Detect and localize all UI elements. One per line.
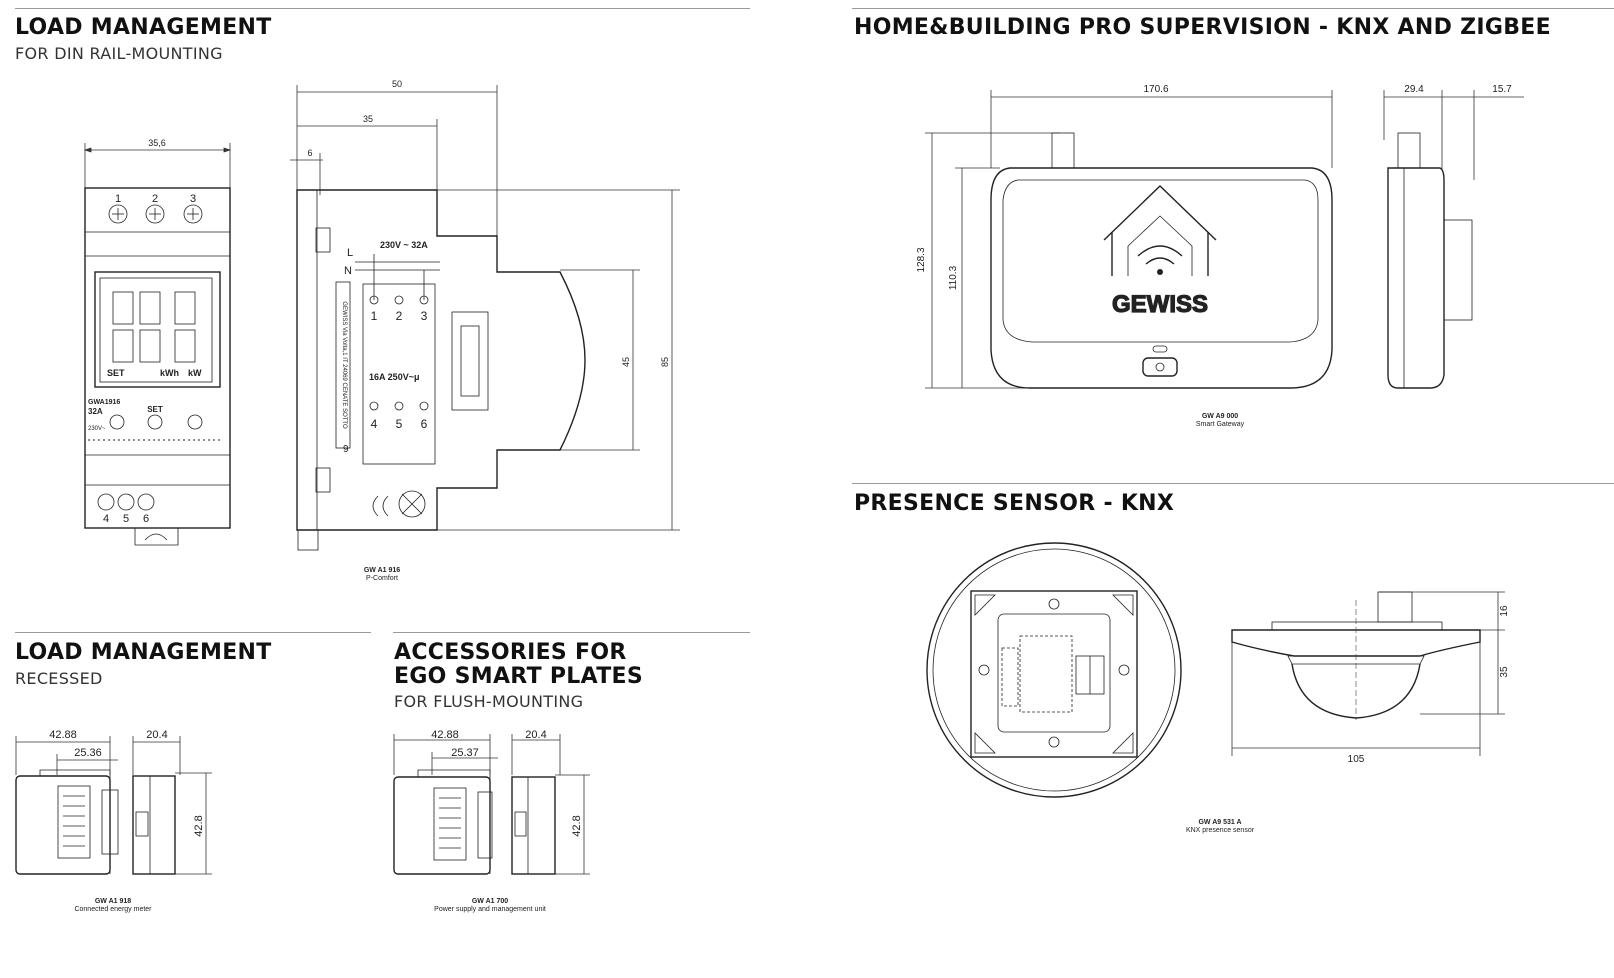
side-nine-label: 9 bbox=[343, 444, 349, 455]
side-pin-4: 4 bbox=[371, 417, 378, 431]
terminal-2-label: 2 bbox=[152, 193, 158, 205]
caption-din: GW A1 916 P-Comfort bbox=[332, 567, 432, 583]
display-set-label: SET bbox=[107, 368, 125, 378]
caption-code: GW A9 000 bbox=[1201, 413, 1239, 420]
side-pin-3: 3 bbox=[421, 309, 428, 323]
caption-accessories: GW A1 700 Power supply and management un… bbox=[430, 898, 550, 914]
side-vertical-text: GEWISS Via Volta,1 IT 24069 CENATE SOTTO bbox=[341, 301, 347, 429]
caption-name: KNX presence sensor bbox=[1185, 827, 1255, 834]
terminal-1-label: 1 bbox=[115, 193, 121, 205]
caption-code: GW A1 700 bbox=[471, 898, 509, 905]
rule-presence bbox=[852, 483, 1614, 484]
rule-top-left bbox=[15, 8, 750, 9]
caption-name: P-Comfort bbox=[366, 575, 398, 582]
section-subtitle: RECESSED bbox=[15, 669, 103, 688]
side-rating-top: 230V ~ 32A bbox=[380, 240, 428, 250]
caption-gateway: GW A9 000 Smart Gateway bbox=[1170, 413, 1270, 429]
display-kw-label: kW bbox=[188, 368, 202, 378]
recessed-drawing: 42.88 25.36 20.4 42.8 bbox=[15, 729, 212, 875]
side-pin-2: 2 bbox=[396, 309, 403, 323]
section-title-line2: EGO SMART PLATES bbox=[394, 664, 643, 689]
section-title: HOME&BUILDING PRO SUPERVISION - KNX AND … bbox=[854, 15, 1551, 40]
side-pin-1: 1 bbox=[371, 309, 378, 323]
amp-label: 32A bbox=[88, 407, 103, 416]
section-subtitle: FOR DIN RAIL-MOUNTING bbox=[15, 44, 223, 63]
dim-height-85: 85 bbox=[660, 357, 670, 367]
caption-presence: GW A9 531 A KNX presence sensor bbox=[1170, 819, 1270, 835]
dim-w2: 25.37 bbox=[451, 747, 479, 759]
dim-front-width: 35,6 bbox=[148, 138, 166, 148]
dim-depth-1: 29.4 bbox=[1404, 84, 1424, 95]
caption-recessed: GW A1 918 Connected energy meter bbox=[63, 898, 163, 914]
terminal-5-label: 5 bbox=[123, 513, 129, 525]
caption-name: Power supply and management unit bbox=[434, 906, 546, 913]
rule-accessories bbox=[393, 632, 750, 633]
section-subtitle: FOR FLUSH-MOUNTING bbox=[394, 692, 584, 711]
terminal-6-label: 6 bbox=[143, 513, 149, 525]
caption-name: Connected energy meter bbox=[74, 906, 152, 913]
model-label: GWA1916 bbox=[88, 399, 120, 406]
terminal-4-label: 4 bbox=[103, 513, 109, 525]
dim-w3: 20.4 bbox=[146, 729, 167, 741]
din-front-drawing: 35,6 1 2 3 SET kWh kW GWA1916 32A 230V~ … bbox=[83, 138, 232, 546]
dim-w3: 20.4 bbox=[525, 729, 546, 741]
side-n-label: N bbox=[344, 265, 352, 277]
set-button-label: SET bbox=[147, 405, 163, 414]
gewiss-logo-text: GEWISS bbox=[1112, 291, 1208, 318]
caption-name: Smart Gateway bbox=[1195, 421, 1245, 428]
din-side-drawing: 50 35 6 85 45 GEWISS Via Volta,1 IT 2406… bbox=[290, 79, 680, 551]
dim-height-1: 128.3 bbox=[916, 247, 927, 272]
side-pin-6: 6 bbox=[421, 417, 428, 431]
dim-h: 42.8 bbox=[571, 815, 583, 836]
dim-height-45: 45 bbox=[621, 357, 631, 367]
dim-w2: 25.36 bbox=[74, 747, 102, 759]
volt-label: 230V~ bbox=[88, 426, 106, 432]
dim-width-35: 35 bbox=[363, 114, 373, 124]
section-title-line1: ACCESSORIES FOR bbox=[394, 640, 627, 665]
dim-depth-2: 15.7 bbox=[1492, 84, 1512, 95]
dim-width-6: 6 bbox=[307, 148, 312, 158]
dim-height-2: 110.3 bbox=[948, 265, 959, 290]
side-l-label: L bbox=[347, 247, 353, 259]
caption-code: GW A1 918 bbox=[94, 898, 132, 905]
section-title: LOAD MANAGEMENT bbox=[15, 15, 272, 40]
rule-recessed bbox=[15, 632, 371, 633]
dim-h: 42.8 bbox=[193, 815, 205, 836]
dim-overall-width: 50 bbox=[392, 79, 402, 89]
terminal-3-label: 3 bbox=[190, 193, 196, 205]
side-pin-5: 5 bbox=[396, 417, 403, 431]
section-title: PRESENCE SENSOR - KNX bbox=[854, 491, 1175, 516]
section-title: LOAD MANAGEMENT bbox=[15, 640, 272, 665]
dim-width: 105 bbox=[1348, 754, 1365, 765]
side-rating-bottom: 16A 250V~μ bbox=[369, 372, 419, 382]
rule-top-right bbox=[852, 8, 1614, 9]
dim-height-2: 35 bbox=[1499, 666, 1510, 678]
dim-width: 170.6 bbox=[1143, 84, 1168, 95]
accessories-drawing: 42.88 25.37 20.4 42.8 bbox=[393, 729, 590, 875]
caption-code: GW A9 531 A bbox=[1198, 819, 1242, 826]
dim-w1: 42.88 bbox=[431, 729, 459, 741]
dim-height-1: 16 bbox=[1499, 605, 1510, 617]
caption-code: GW A1 916 bbox=[363, 567, 401, 574]
display-kwh-label: kWh bbox=[160, 368, 179, 378]
dim-w1: 42.88 bbox=[49, 729, 77, 741]
